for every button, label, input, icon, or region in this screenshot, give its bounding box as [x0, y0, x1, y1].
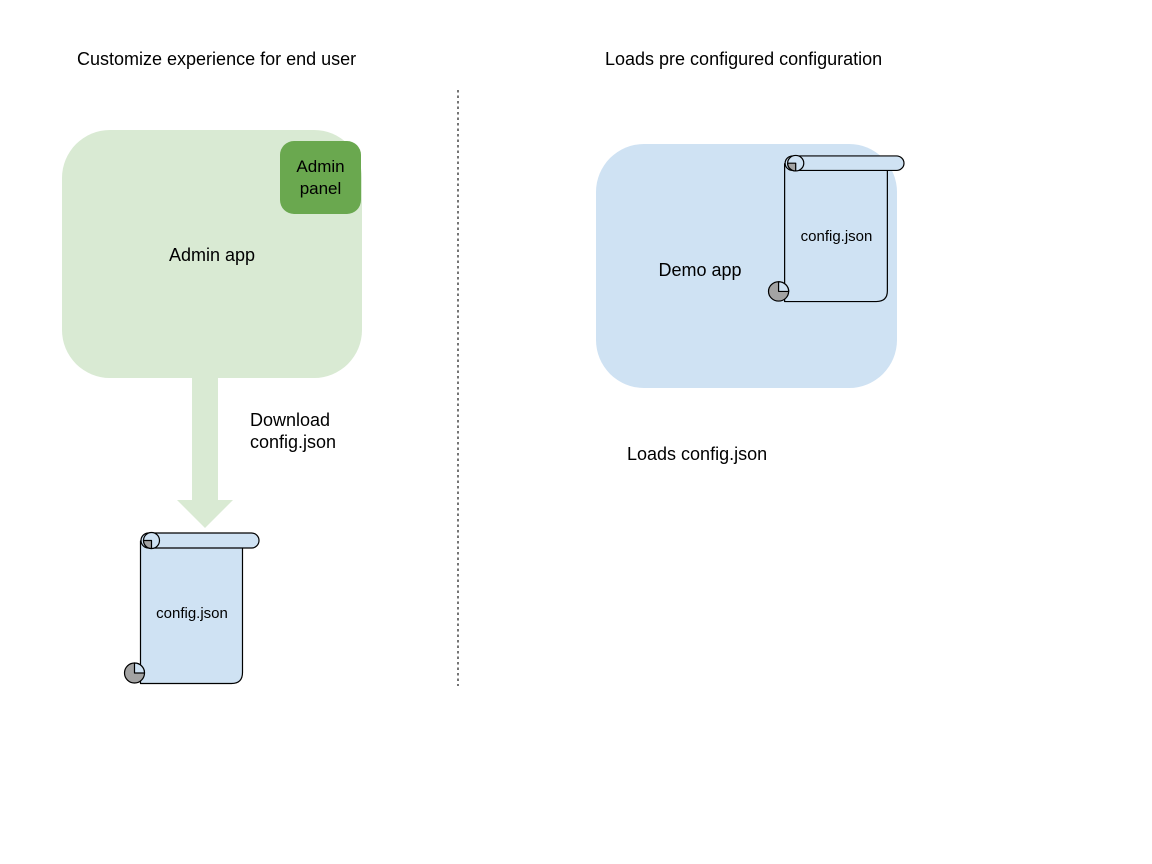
- right-section-title: Loads pre configured configuration: [605, 49, 883, 69]
- admin-panel-box: Admin panel: [280, 141, 361, 214]
- loads-config-caption: Loads config.json: [627, 444, 768, 464]
- demo-app-label: Demo app: [658, 260, 742, 280]
- download-config-label-line1: Download: [250, 410, 331, 430]
- download-arrow: [177, 376, 233, 528]
- download-config-label: Download config.json: [250, 409, 336, 453]
- download-config-label-line2: config.json: [250, 432, 337, 452]
- section-divider-line: [457, 90, 459, 686]
- config-json-scroll-icon: [123, 531, 260, 685]
- left-config-file-label: config.json: [156, 605, 228, 622]
- config-json-scroll-icon: [767, 154, 905, 303]
- right-config-file-label: config.json: [800, 228, 873, 245]
- left-section-title: Customize experience for end user: [77, 49, 357, 69]
- admin-app-label: Admin app: [168, 245, 256, 265]
- admin-panel-label: Admin panel: [296, 156, 345, 198]
